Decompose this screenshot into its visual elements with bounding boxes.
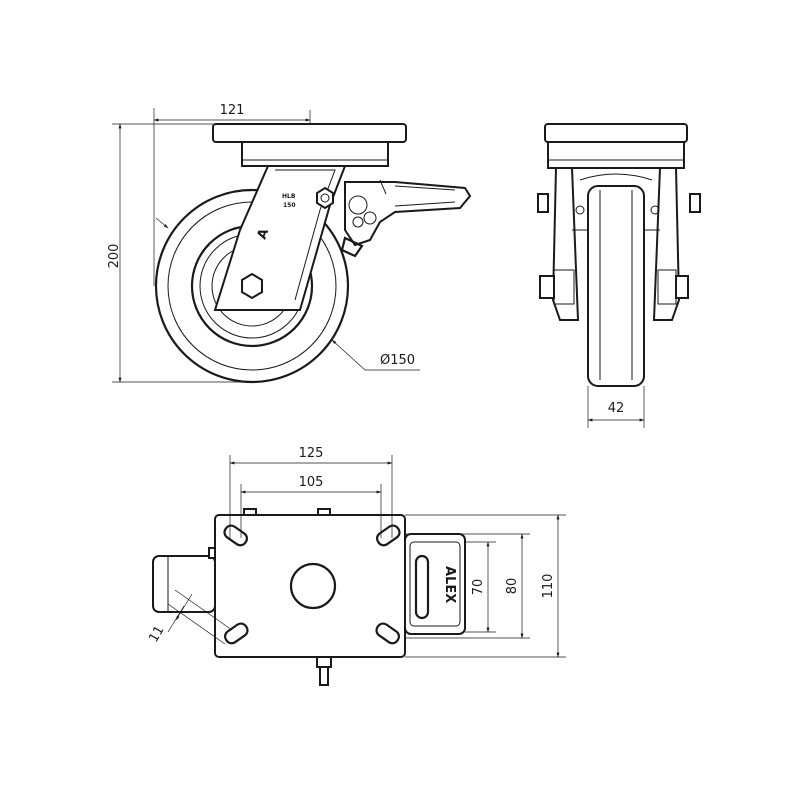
bolt-slots (223, 524, 401, 645)
top-bottom-screw (316, 656, 332, 668)
front-wheel (587, 185, 645, 387)
dim-wheel-diameter: Ø150 (380, 353, 415, 368)
dim-bolt-hole-length: 105 (299, 475, 324, 490)
dim-bolt-spacing-width: 70 (471, 579, 486, 596)
brake-mechanism (340, 179, 472, 258)
alex-pedal: ALEX (404, 533, 466, 635)
dim-wheel-width: 42 (608, 401, 625, 416)
front-view: 42 (537, 123, 701, 428)
dim-bolt-spacing-length: 125 (299, 446, 324, 461)
side-view: HLB 150 A 121 200 Ø150 (107, 103, 472, 384)
front-top-plate (544, 123, 688, 143)
dim-slot-width: 11 (146, 623, 167, 645)
top-view: ALEX 125 105 70 80 110 11 (146, 446, 566, 686)
dim-plate-width: 110 (541, 574, 556, 599)
top-plate (212, 123, 407, 143)
top-brake-stub (152, 555, 216, 613)
front-fork-right (652, 167, 681, 321)
front-swivel-head (547, 141, 685, 169)
brake-logo: ALEX (442, 566, 457, 603)
axle-nut (241, 272, 263, 300)
dim-top-plate-offset: 121 (220, 103, 245, 118)
fork-bolt (316, 186, 334, 210)
swivel-head (241, 141, 389, 167)
center-hole (289, 562, 337, 610)
front-axle-nut-left (539, 275, 555, 299)
dim-bolt-hole-width: 80 (505, 578, 520, 595)
front-axle-nut-right (675, 275, 689, 299)
fork-leg (213, 165, 347, 311)
fork-logo: A (255, 227, 273, 242)
dim-overall-height: 200 (107, 244, 122, 269)
fork-stamp-1: HLB (282, 193, 296, 200)
fork-stamp-2: 150 (283, 202, 296, 209)
